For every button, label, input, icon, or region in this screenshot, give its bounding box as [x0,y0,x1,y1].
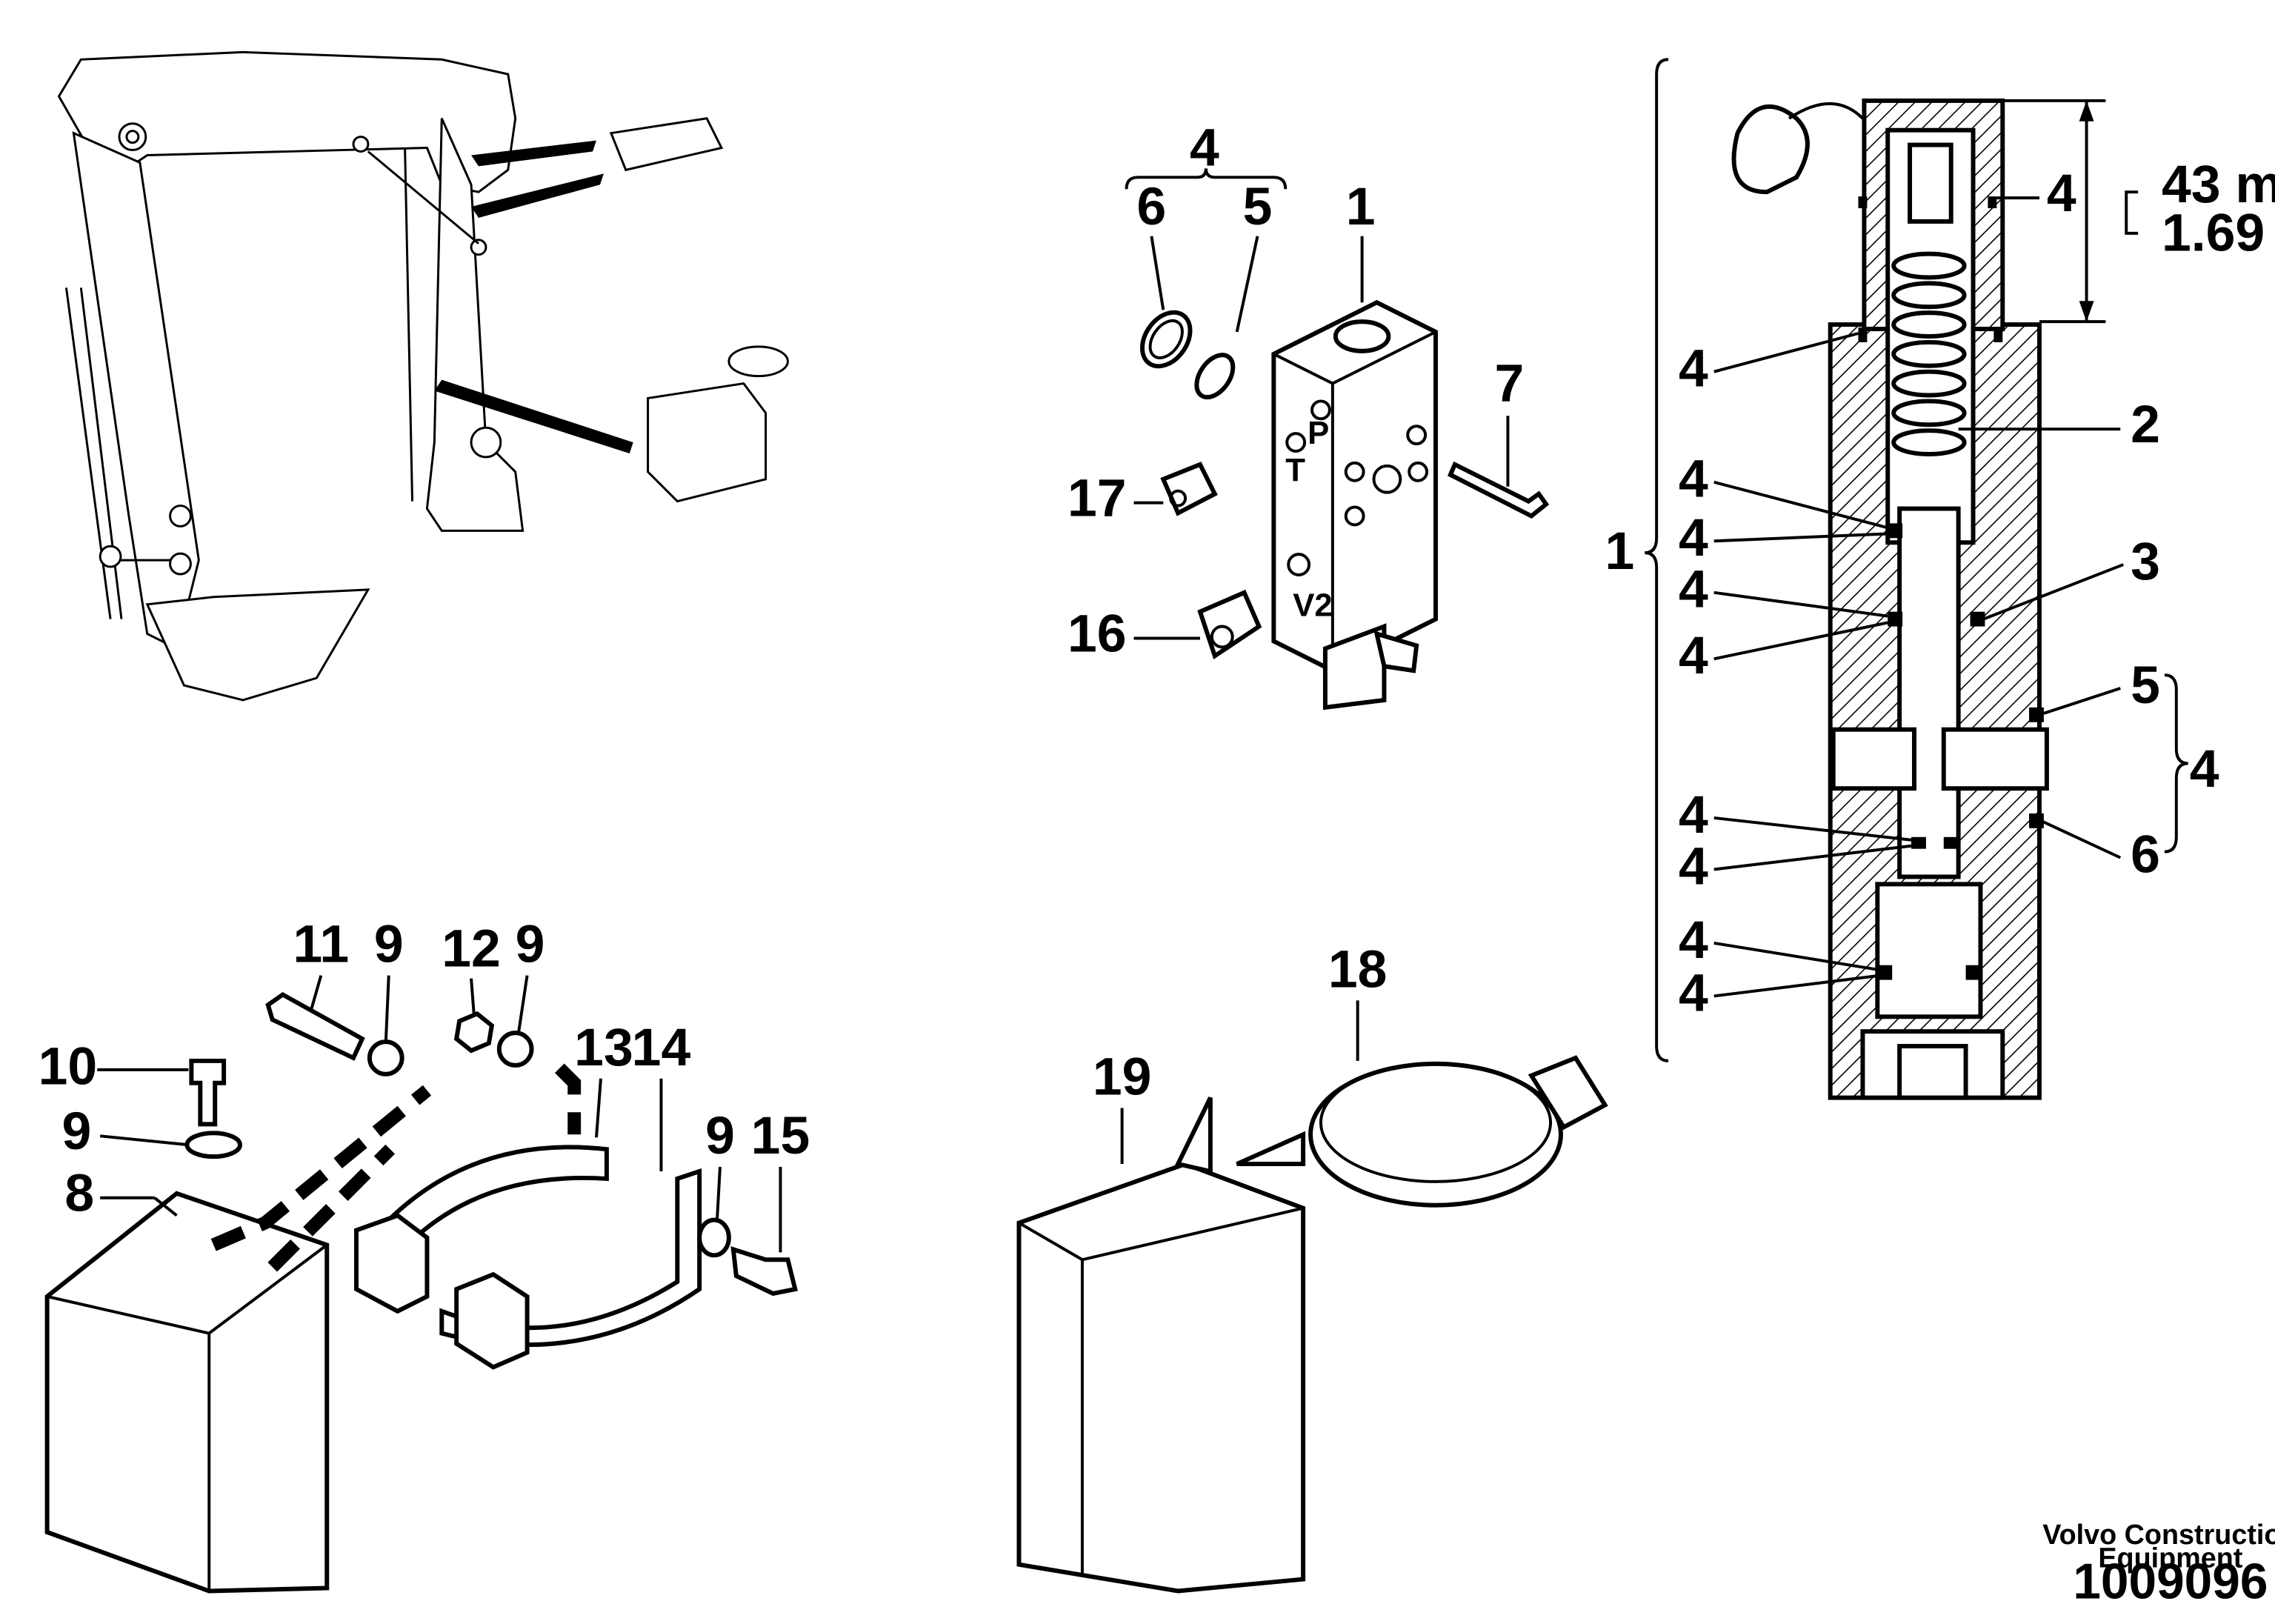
valve-solenoid-stub [1322,623,1387,710]
leader-wedge-upper [471,140,597,167]
port-label-t: T [1285,452,1305,488]
section-spool [1897,506,1961,879]
callout-9-a: 9 [374,915,404,974]
plug-16 [1197,589,1262,659]
callout-17: 17 [1067,468,1127,528]
dash-path-c [555,1063,582,1135]
callout-5-top: 5 [1243,177,1273,236]
washer-9-d [697,1217,731,1258]
callout-9-b: 9 [516,915,545,974]
section-callout-6: 6 [2131,825,2160,884]
document-number: 1009096 [2073,1554,2268,1609]
callout-11: 11 [293,915,349,974]
section-callout-2: 2 [2131,395,2160,454]
port-label-p: P [1308,415,1329,451]
section-callout-4-top: 4 [2047,164,2076,223]
section-callout-4-bracket: 4 [2190,739,2219,799]
bolt-10 [189,1058,227,1127]
callout-12: 12 [442,919,501,979]
guard-8 [44,1191,330,1594]
valve-thumb-upper [609,117,724,172]
clamp-13 [382,1145,609,1241]
section-seal-marks [1858,196,2044,980]
dimension-imperial: 1.69 in [2162,204,2275,263]
svg-text:4: 4 [1679,450,1708,509]
callout-10: 10 [39,1037,98,1096]
leader-wedge-lower [434,379,633,453]
dash-path-a [210,1085,432,1251]
section-side-plug [1831,727,1916,791]
excavator-arm-illustration [57,50,789,702]
block-13 [354,1213,430,1314]
svg-text:4: 4 [1679,626,1708,685]
nut-12 [453,1011,495,1054]
washer-9-c [184,1131,242,1159]
valve-top-port [1333,319,1391,353]
section-spring [1891,251,1967,456]
callout-18: 18 [1328,940,1388,999]
section-callouts-left: 4 4 4 4 4 4 4 4 4 [1679,332,1912,1022]
drawing-footer: Volvo Construction Equipment 1009096 [2042,1520,2275,1610]
callout-13: 13 [574,1018,633,1077]
bolt-15 [730,1246,799,1297]
brand-line-2: Equipment [2098,1543,2242,1574]
washer-9-a [367,1039,404,1076]
callout-8: 8 [64,1164,94,1223]
dimension-metric: 43 mm [2162,155,2275,214]
valve-block-body [1271,299,1438,673]
callout-7: 7 [1494,353,1524,413]
callout-6-top: 6 [1136,177,1166,236]
washer-9-b [496,1031,534,1068]
valve-block-assembly: 4 6 5 1 P T V2 7 17 16 [1067,118,1550,710]
section-callout-5: 5 [2131,656,2160,715]
section-callout-3: 3 [2131,532,2160,591]
guard-clamp-assembly: 10 9 8 11 9 12 9 13 14 9 15 [39,915,810,1594]
callout-1-top: 1 [1346,177,1376,236]
section-callout-1: 1 [1605,522,1635,581]
callout-16: 16 [1067,604,1127,663]
plug-17 [1160,462,1218,516]
strap-18-screw [1528,1055,1608,1131]
brace-section-1 [1645,58,1669,1062]
svg-text:4: 4 [1679,785,1708,845]
callout-9-c: 9 [61,1102,91,1161]
block-14 [454,1271,530,1370]
section-test-cap [1731,104,1810,195]
brand-line-1: Volvo Construction [2042,1520,2275,1551]
callout-19: 19 [1093,1048,1152,1107]
port-label-v2: V2 [1293,588,1332,624]
dash-path-b [267,1144,396,1272]
o-ring-5 [1194,353,1236,400]
bolt-7 [1448,461,1550,519]
callout-4-top: 4 [1190,118,1219,177]
svg-text:4: 4 [1679,911,1708,970]
callout-14: 14 [632,1018,691,1077]
bolt-11 [265,991,365,1061]
brace-group-4 [1125,168,1288,190]
callout-15: 15 [751,1106,810,1165]
svg-text:4: 4 [1679,836,1708,896]
o-ring-6 [1140,310,1193,369]
clamp-thumb [727,345,789,378]
section-lower-piston [1875,882,1983,1019]
guard-19 [1016,1161,1306,1594]
guard-strap-assembly: 19 18 [1016,940,1608,1594]
svg-text:4: 4 [1679,339,1708,399]
brace-seals-4 [2164,673,2188,853]
bucket [145,588,370,702]
svg-text:4: 4 [1679,560,1708,619]
valve-section-view: 1 [1605,58,2275,1100]
hose-line [367,150,479,244]
svg-text:4: 4 [1679,508,1708,568]
svg-text:4: 4 [1679,963,1708,1022]
valve-thumb-lower [647,382,767,503]
callout-9-d: 9 [705,1106,735,1165]
